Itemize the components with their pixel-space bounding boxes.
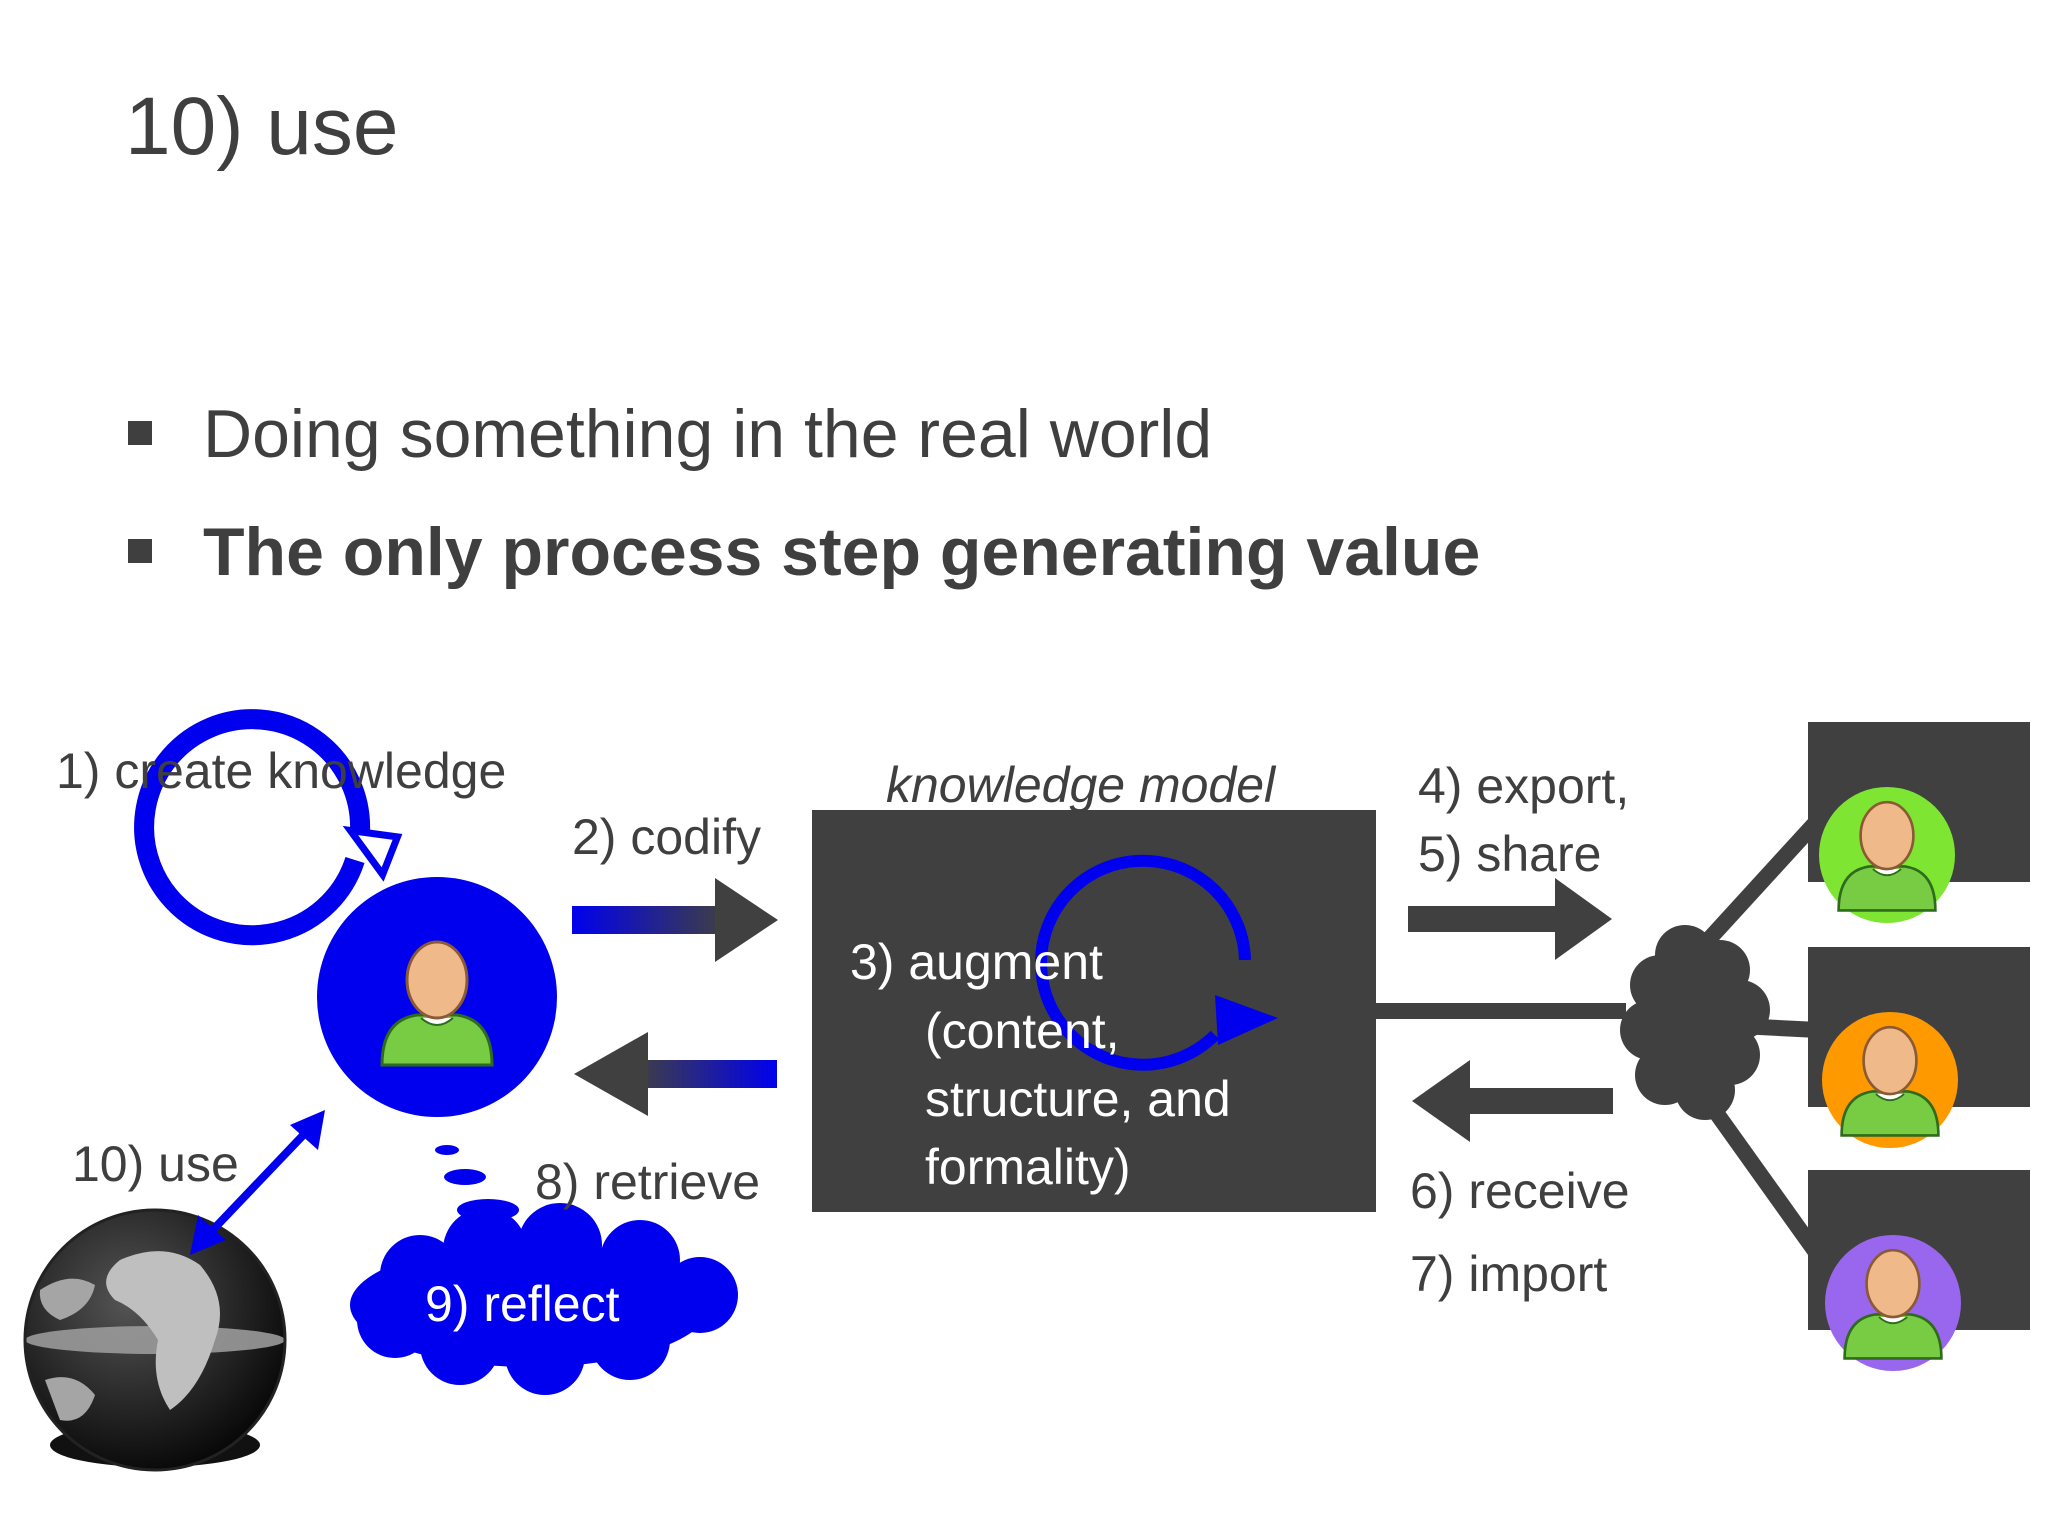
peer-avatar xyxy=(1825,1235,1961,1371)
import-label: 7) import xyxy=(1410,1246,1608,1302)
peer-avatar xyxy=(1822,1012,1958,1148)
user-avatar xyxy=(317,877,557,1117)
receive-arrow xyxy=(1412,1060,1613,1142)
augment-cycle-arrow-icon xyxy=(1035,854,1278,1071)
bullet-text: Doing something in the real world xyxy=(203,396,1213,472)
use-arrow xyxy=(190,1110,325,1255)
augment-label: 3) augment xyxy=(850,934,1103,990)
connector-line xyxy=(1376,1003,1626,1019)
create-cycle-arrow-icon xyxy=(134,709,403,946)
reflect-thought-cloud-icon xyxy=(350,1203,738,1395)
globe-icon xyxy=(23,1208,287,1472)
codify-arrow xyxy=(572,878,778,962)
codify-label: 2) codify xyxy=(572,809,761,865)
augment-formality-label: formality) xyxy=(925,1139,1131,1195)
receive-label: 6) receive xyxy=(1410,1163,1630,1219)
bullet-square-icon xyxy=(128,421,152,445)
bullet-square-icon xyxy=(128,539,152,563)
share-label: 5) share xyxy=(1418,826,1602,882)
augment-content-label: (content, xyxy=(925,1003,1120,1059)
export-label: 4) export, xyxy=(1418,758,1630,814)
network-cloud-icon xyxy=(1620,925,1770,1120)
retrieve-label: 8) retrieve xyxy=(535,1154,761,1210)
bullet-list: Doing something in the real world The on… xyxy=(128,375,1480,611)
slide-title: 10) use xyxy=(125,81,399,172)
connector-line xyxy=(1684,814,1824,966)
reflect-label: 9) reflect xyxy=(425,1276,620,1332)
export-arrow xyxy=(1408,878,1612,960)
knowledge-model-label: knowledge model xyxy=(886,757,1276,813)
bullet-text: The only process step generating value xyxy=(203,514,1481,590)
retrieve-arrow xyxy=(574,1032,777,1116)
create-knowledge-label: 1) create knowledge xyxy=(56,743,507,799)
augment-structure-label: structure, and xyxy=(925,1071,1231,1127)
peer-avatar xyxy=(1819,787,1955,923)
bullet-item: Doing something in the real world xyxy=(128,375,1480,493)
connector-line xyxy=(1693,1085,1832,1270)
use-label: 10) use xyxy=(72,1136,239,1192)
bullet-item: The only process step generating value xyxy=(128,493,1480,611)
